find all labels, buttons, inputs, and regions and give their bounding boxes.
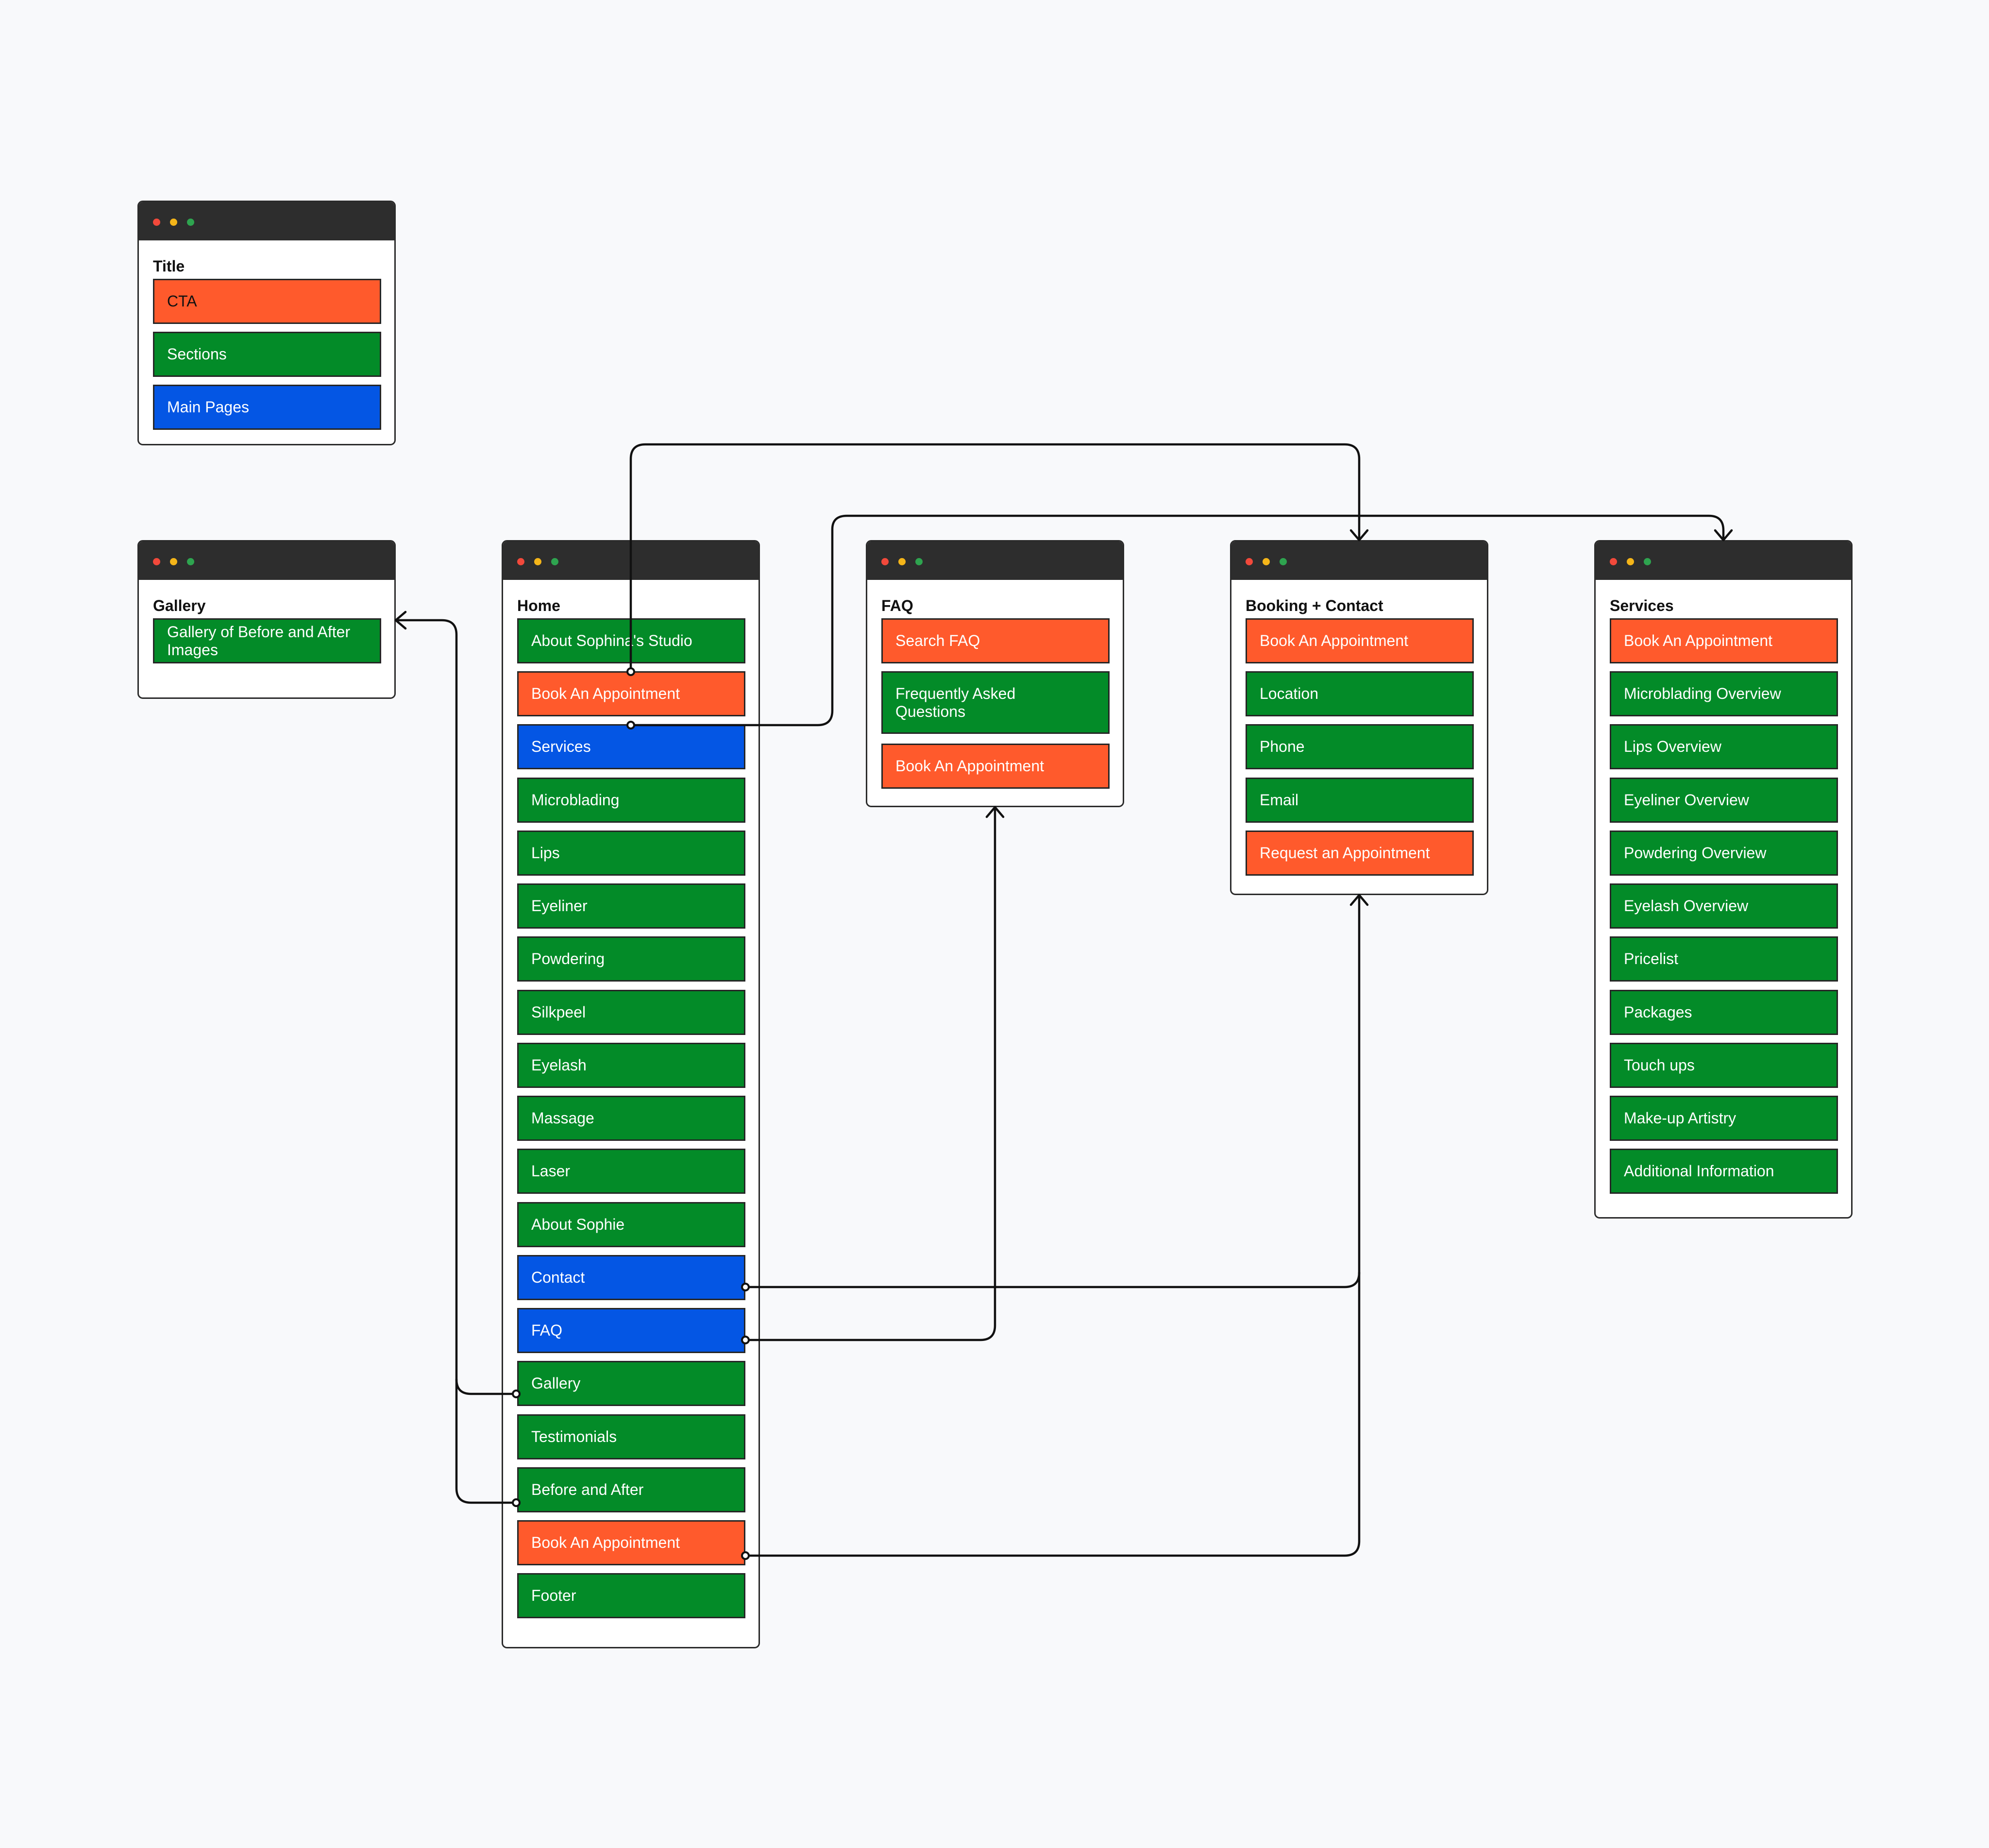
faq-book-an-appointment[interactable]: Book An Appointment [881, 744, 1110, 789]
arrowhead-icon [1349, 529, 1369, 542]
minimize-dot-icon [170, 219, 177, 226]
booking-phone[interactable]: Phone [1246, 724, 1474, 769]
window-titlebar [503, 542, 759, 580]
home-book-an-appointment-bottom[interactable]: Book An Appointment [517, 1520, 745, 1565]
close-dot-icon [1610, 558, 1617, 565]
legend-item-sections: Sections [153, 332, 381, 377]
window-titlebar [139, 542, 394, 580]
home-book-an-appointment[interactable]: Book An Appointment [517, 671, 745, 716]
close-dot-icon [881, 558, 889, 565]
minimize-dot-icon [1627, 558, 1634, 565]
legend-item-main-pages: Main Pages [153, 385, 381, 430]
minimize-dot-icon [170, 558, 177, 565]
home-powdering[interactable]: Powdering [517, 936, 745, 982]
booking-request-an-appointment[interactable]: Request an Appointment [1246, 831, 1474, 876]
services-eyelash-overview[interactable]: Eyelash Overview [1610, 883, 1838, 929]
maximize-dot-icon [551, 558, 558, 565]
booking-book-an-appointment[interactable]: Book An Appointment [1246, 618, 1474, 663]
arrowhead-icon [1349, 894, 1369, 906]
home-microblading[interactable]: Microblading [517, 778, 745, 823]
home-gallery[interactable]: Gallery [517, 1361, 745, 1406]
faq-frequently-asked-questions[interactable]: Frequently Asked Questions [881, 671, 1110, 734]
services-microblading-overview[interactable]: Microblading Overview [1610, 671, 1838, 716]
maximize-dot-icon [187, 219, 194, 226]
gallery-window[interactable]: Gallery Gallery of Before and After Imag… [137, 540, 396, 699]
connector-home-services-to-services [629, 514, 1725, 727]
gallery-title: Gallery [153, 597, 206, 614]
close-dot-icon [517, 558, 524, 565]
close-dot-icon [153, 219, 160, 226]
window-titlebar [139, 202, 394, 240]
services-book-an-appointment[interactable]: Book An Appointment [1610, 618, 1838, 663]
legend-item-cta: CTA [153, 279, 381, 324]
arrowhead-icon [985, 806, 1005, 818]
services-eyeliner-overview[interactable]: Eyeliner Overview [1610, 778, 1838, 823]
booking-window[interactable]: Booking + Contact Book An Appointment Lo… [1230, 540, 1488, 895]
maximize-dot-icon [915, 558, 923, 565]
home-before-and-after[interactable]: Before and After [517, 1467, 745, 1512]
faq-title: FAQ [881, 597, 913, 614]
gallery-before-after-images[interactable]: Gallery of Before and After Images [153, 618, 381, 663]
arrowhead-icon [1714, 529, 1733, 542]
home-silkpeel[interactable]: Silkpeel [517, 990, 745, 1035]
arrowhead-icon [394, 610, 407, 630]
maximize-dot-icon [187, 558, 194, 565]
connector-home-book-bottom-to-booking [744, 1271, 1361, 1557]
maximize-dot-icon [1280, 558, 1287, 565]
faq-search[interactable]: Search FAQ [881, 618, 1110, 663]
services-pricelist[interactable]: Pricelist [1610, 936, 1838, 982]
services-touch-ups[interactable]: Touch ups [1610, 1043, 1838, 1088]
services-additional-information[interactable]: Additional Information [1610, 1149, 1838, 1194]
maximize-dot-icon [1644, 558, 1651, 565]
window-titlebar [867, 542, 1123, 580]
home-lips[interactable]: Lips [517, 831, 745, 876]
home-contact[interactable]: Contact [517, 1255, 745, 1300]
booking-title: Booking + Contact [1246, 597, 1383, 614]
close-dot-icon [153, 558, 160, 565]
home-about-sophie[interactable]: About Sophie [517, 1202, 745, 1247]
window-titlebar [1231, 542, 1487, 580]
booking-email[interactable]: Email [1246, 778, 1474, 823]
faq-window[interactable]: FAQ Search FAQ Frequently Asked Question… [866, 540, 1124, 807]
close-dot-icon [1246, 558, 1253, 565]
home-massage[interactable]: Massage [517, 1096, 745, 1141]
booking-location[interactable]: Location [1246, 671, 1474, 716]
minimize-dot-icon [534, 558, 541, 565]
connector-home-faq-to-faq [744, 806, 996, 1341]
connector-home-gallery-to-gallery [394, 619, 518, 1395]
minimize-dot-icon [898, 558, 906, 565]
home-footer[interactable]: Footer [517, 1573, 745, 1618]
home-about-sophinas-studio[interactable]: About Sophina's Studio [517, 618, 745, 663]
home-faq[interactable]: FAQ [517, 1308, 745, 1353]
services-window[interactable]: Services Book An Appointment Microbladin… [1594, 540, 1853, 1219]
home-title: Home [517, 597, 560, 614]
legend-window: Title CTA Sections Main Pages [137, 201, 396, 445]
services-packages[interactable]: Packages [1610, 990, 1838, 1035]
home-window[interactable]: Home About Sophina's Studio Book An Appo… [502, 540, 760, 1648]
minimize-dot-icon [1263, 558, 1270, 565]
home-services[interactable]: Services [517, 724, 745, 769]
services-title: Services [1610, 597, 1674, 614]
services-powdering-overview[interactable]: Powdering Overview [1610, 831, 1838, 876]
legend-title: Title [153, 257, 185, 275]
services-lips-overview[interactable]: Lips Overview [1610, 724, 1838, 769]
home-eyelash[interactable]: Eyelash [517, 1043, 745, 1088]
home-testimonials[interactable]: Testimonials [517, 1414, 745, 1459]
home-eyeliner[interactable]: Eyeliner [517, 883, 745, 929]
home-laser[interactable]: Laser [517, 1149, 745, 1194]
services-make-up-artistry[interactable]: Make-up Artistry [1610, 1096, 1838, 1141]
connector-home-contact-to-booking [744, 894, 1361, 1289]
window-titlebar [1596, 542, 1851, 580]
